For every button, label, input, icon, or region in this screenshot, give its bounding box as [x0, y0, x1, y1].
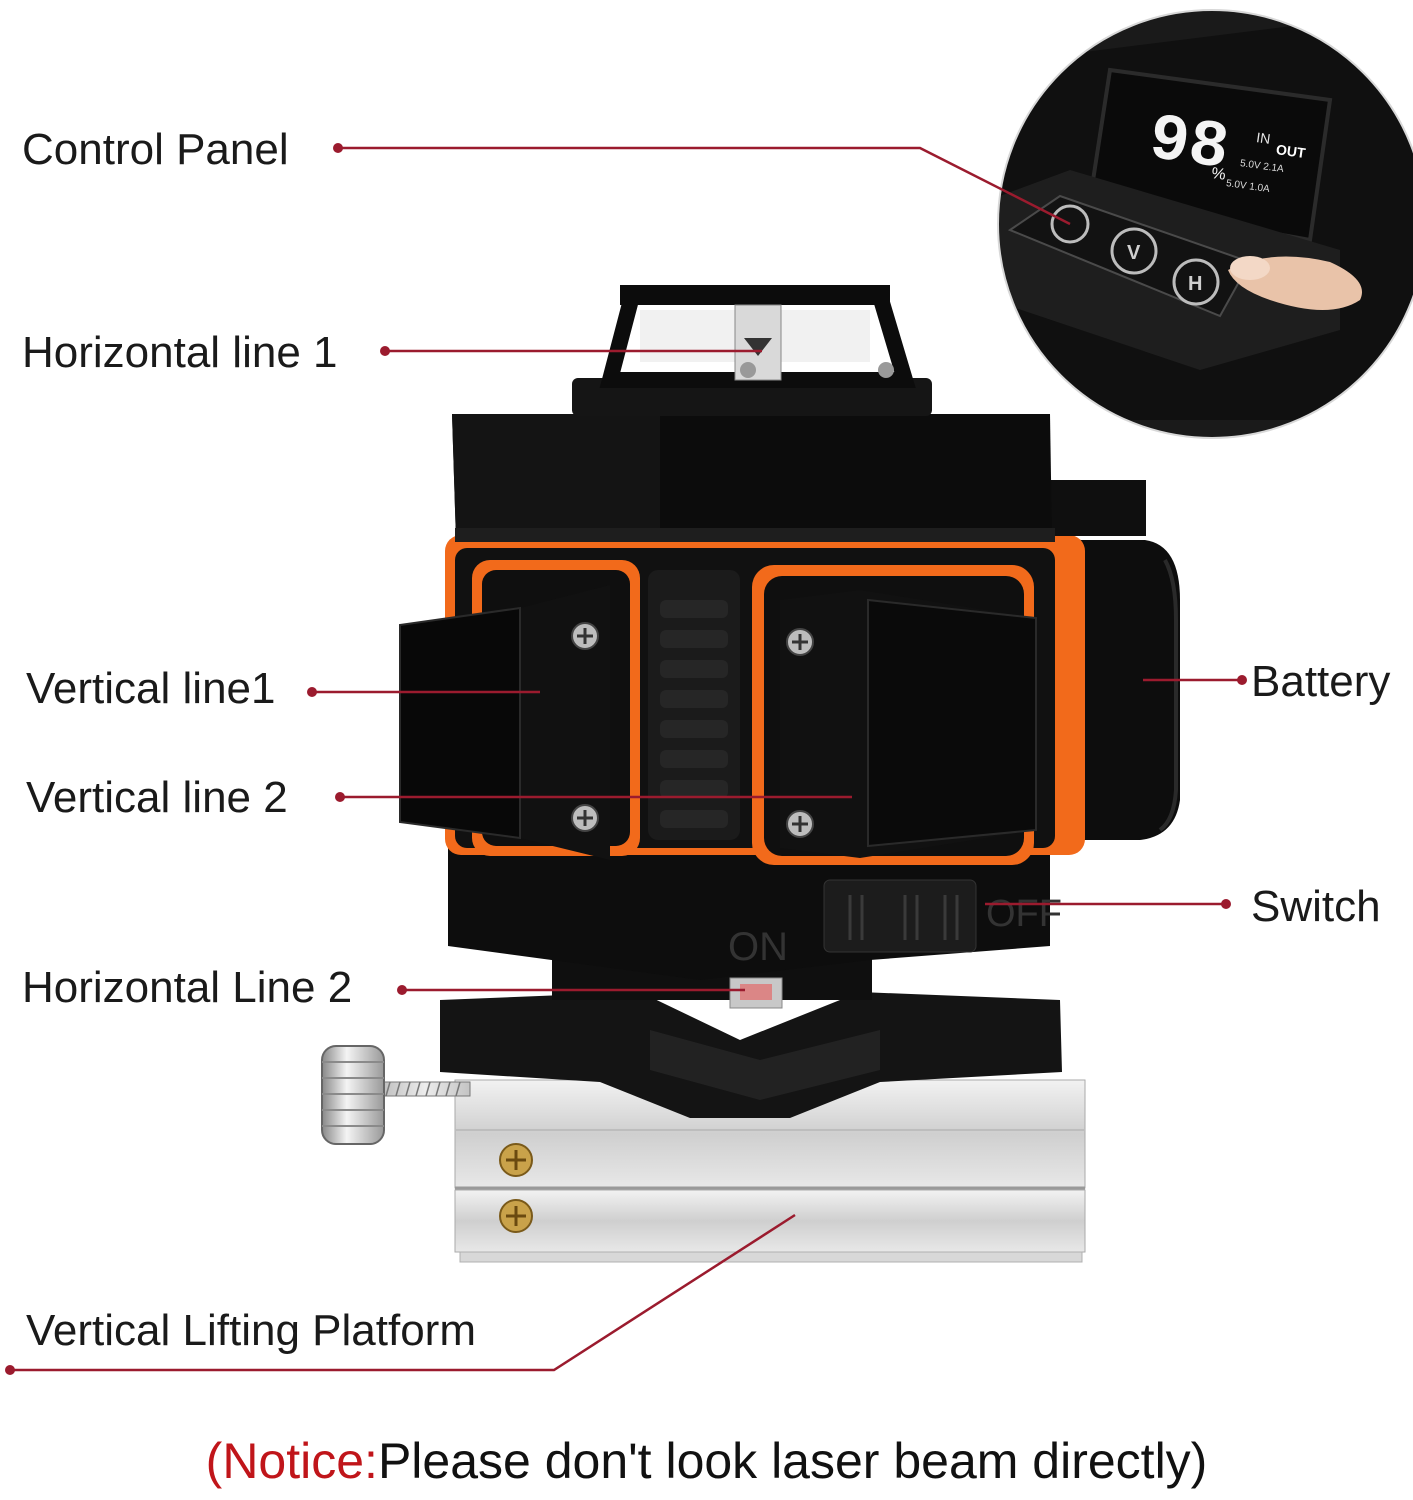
leader-control-panel: [338, 146, 1071, 226]
power-button-icon[interactable]: [1050, 204, 1090, 244]
switch-off-text: OFF: [986, 893, 1062, 935]
leader-dots: [5, 143, 1247, 1375]
label-switch: Switch: [1251, 882, 1381, 931]
vertical-line-1-module: [399, 585, 610, 860]
leader-lines: [10, 146, 1242, 1372]
label-horizontal-line-2: Horizontal Line 2: [22, 963, 353, 1012]
leader-vertical-lifting-platform: [10, 1213, 796, 1372]
h-button[interactable]: [1172, 258, 1220, 306]
h-button-label: H: [1188, 273, 1202, 295]
display-value: 98: [1145, 102, 1234, 187]
display-out: OUT: [1275, 141, 1307, 161]
notice-prefix: Notice:: [222, 1433, 378, 1489]
notice-text: Please don't look laser beam directly): [377, 1433, 1208, 1489]
label-control-panel: Control Panel: [22, 125, 289, 174]
display-percent: %: [1210, 165, 1226, 184]
label-horizontal-line-1: Horizontal line 1: [22, 328, 338, 377]
vertical-line-2-module: [780, 590, 1037, 858]
v-button[interactable]: [1110, 227, 1158, 275]
label-vertical-line-2: Vertical line 2: [26, 773, 288, 822]
safety-notice: (Notice:Please don't look laser beam dir…: [0, 1436, 1413, 1486]
notice-open-paren: (: [205, 1433, 223, 1489]
lower-housing: ON OFF: [448, 846, 1062, 980]
switch-slider[interactable]: [823, 879, 977, 953]
display-in: IN: [1255, 129, 1271, 147]
adjustment-knob: [321, 1045, 471, 1145]
control-panel-inset: [998, 10, 1413, 438]
upper-housing: [452, 414, 1146, 542]
v-button-label: V: [1127, 242, 1141, 264]
label-vertical-lifting-platform: Vertical Lifting Platform: [26, 1306, 476, 1355]
label-vertical-line-1: Vertical line1: [26, 664, 276, 713]
top-cage: [572, 285, 932, 416]
switch-on-text: ON: [728, 925, 788, 969]
label-battery: Battery: [1251, 657, 1391, 706]
